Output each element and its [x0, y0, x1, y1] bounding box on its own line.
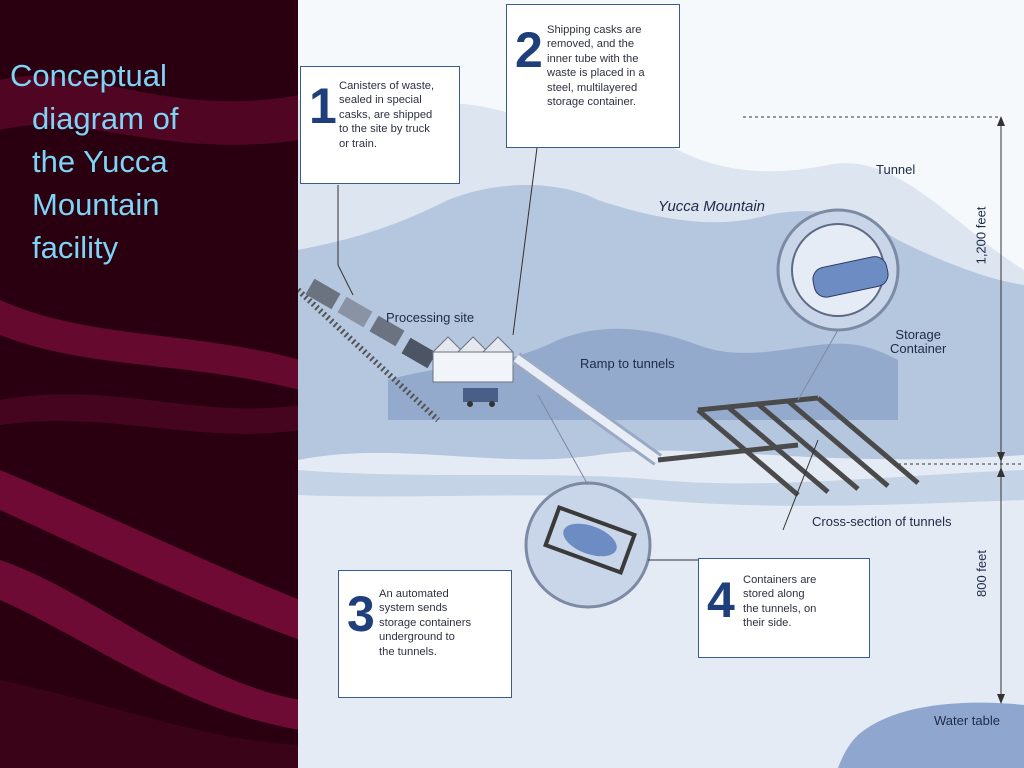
yucca-mountain-label: Yucca Mountain	[658, 198, 766, 215]
callout-number: 2	[515, 22, 543, 78]
callout-4: 4 Containers are stored along the tunnel…	[698, 558, 870, 658]
callout-text: An automated system sends storage contai…	[379, 588, 472, 658]
height-1200-feet-label: 1,200 feet	[973, 206, 989, 265]
train	[305, 278, 437, 369]
mountain-ridge	[388, 328, 898, 420]
rock-strata	[298, 470, 1024, 506]
storage-container-label: Storage Container	[890, 327, 947, 356]
slide-title-line: Conceptual	[10, 58, 167, 93]
slide-title-line: Mountain	[32, 187, 160, 222]
ramp-to-tunnels-label: Ramp to tunnels	[580, 356, 675, 371]
callout-text: Canisters of waste, sealed in special ca…	[339, 80, 435, 150]
callout-text: Containers are stored along the tunnels,…	[743, 574, 817, 630]
yucca-diagram: 1 Canisters of waste, sealed in special …	[298, 0, 1024, 768]
slide-title-line: diagram of	[32, 101, 179, 136]
slide-title-line: the Yucca	[32, 144, 168, 179]
callout-number: 3	[347, 586, 375, 642]
callout-number: 1	[309, 78, 337, 134]
cross-section-label: Cross-section of tunnels	[812, 514, 952, 529]
slide-title: Conceptual diagram of the Yucca Mountain…	[10, 54, 290, 269]
processing-site-label: Processing site	[386, 310, 475, 325]
slide-title-line: facility	[32, 230, 119, 265]
callout-text: Shipping casks are removed, and the inne…	[547, 24, 645, 109]
callout-number: 4	[707, 572, 735, 628]
tunnel-network	[657, 395, 920, 497]
depth-800-feet-label: 800 feet	[974, 550, 989, 597]
callout-3: 3 An automated system sends storage cont…	[338, 570, 512, 698]
callout-2: 2 Shipping casks are removed, and the in…	[506, 4, 680, 148]
tunnel-label: Tunnel	[876, 162, 916, 177]
callout-1: 1 Canisters of waste, sealed in special …	[300, 66, 460, 184]
water-table-label: Water table	[934, 713, 1000, 728]
processing-site-building	[431, 336, 515, 407]
water-table	[838, 702, 1024, 768]
